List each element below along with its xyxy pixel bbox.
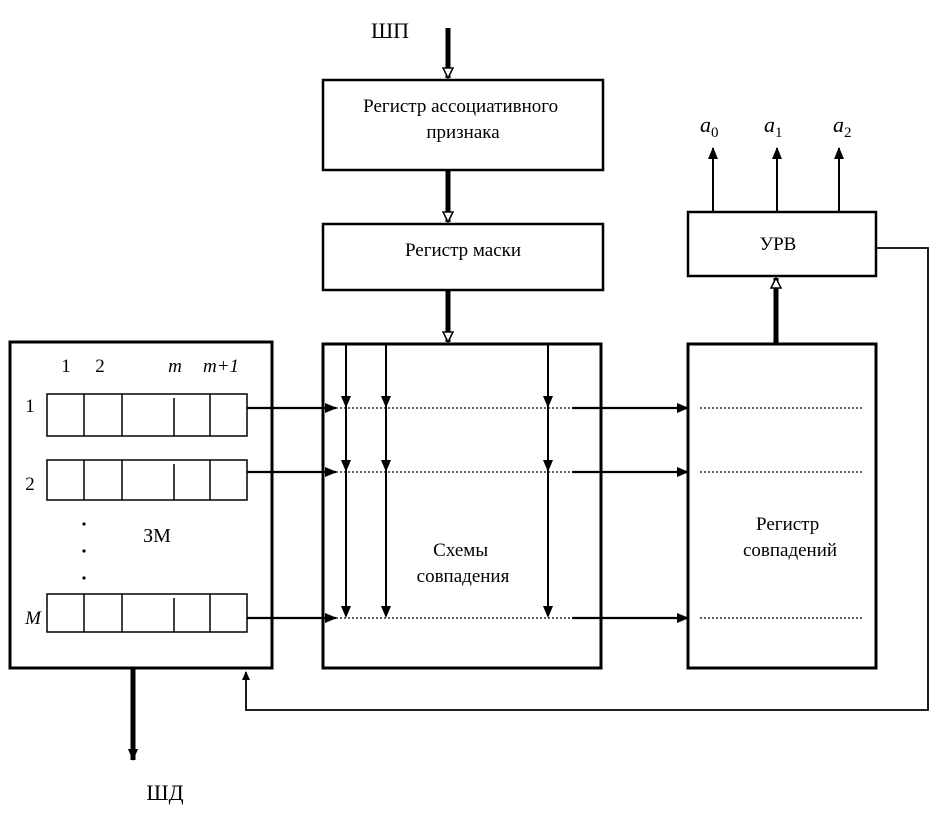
memory-word-M <box>46 593 248 633</box>
match-register-label: Регистр совпадений <box>743 514 837 561</box>
mask-register <box>321 222 605 292</box>
memory-word-frame <box>46 459 248 501</box>
match-register-row-lines <box>700 407 862 619</box>
output-label-a2-base: a <box>833 112 844 137</box>
arrowhead <box>543 606 553 618</box>
mask-register-label: Регистр маски <box>405 240 521 261</box>
output-label-a0-sub: 0 <box>711 125 719 141</box>
bus-in-label: ШП <box>371 18 409 43</box>
arrowhead <box>341 396 351 408</box>
arrowhead <box>381 396 391 408</box>
arrowhead <box>543 460 553 472</box>
column-label-m: m <box>168 356 182 377</box>
column-label-m-plus-1: m+1 <box>203 356 239 377</box>
arrowhead <box>341 460 351 472</box>
assoc-register-label: Регистр ассоциативного признака <box>363 96 563 143</box>
memory-word-frame <box>46 393 248 437</box>
match-to-register-arrows <box>572 403 689 623</box>
memory-label: ЗМ <box>143 525 171 547</box>
output-label-a0: a0 <box>700 112 719 141</box>
mask-bit-arrowheads <box>341 396 553 618</box>
arrowhead <box>381 460 391 472</box>
output-label-a2-sub: 2 <box>844 125 852 141</box>
row-label-M: M <box>24 608 42 629</box>
ellipsis-dot <box>82 549 86 553</box>
arrowhead <box>543 396 553 408</box>
feedback-line <box>242 247 929 711</box>
memory-array-block <box>8 340 274 670</box>
match-register-block <box>686 342 878 670</box>
output-label-a1-sub: 1 <box>775 125 783 141</box>
match-circuits-block <box>321 342 603 670</box>
mask-bit-lines <box>345 344 549 616</box>
urv-output-arrows <box>708 147 844 212</box>
row-label-1: 1 <box>25 396 35 417</box>
arrowhead <box>381 606 391 618</box>
output-label-a1: a1 <box>764 112 783 141</box>
arrowhead <box>341 606 351 618</box>
output-label-a2: a2 <box>833 112 852 141</box>
ellipsis-dot <box>82 522 86 526</box>
match-circuits-label: Схемы совпадения <box>417 540 510 587</box>
memory-word-1 <box>46 393 248 437</box>
output-label-a1-base: a <box>764 112 775 137</box>
urv-label: УРВ <box>760 234 797 255</box>
row-label-2: 2 <box>25 474 35 495</box>
assoc-feature-register <box>321 78 605 172</box>
memory-word-2 <box>46 459 248 501</box>
match-row-lines <box>336 407 572 619</box>
memory-word-frame <box>46 593 248 633</box>
urv-block <box>686 210 878 278</box>
ellipsis-dot <box>82 576 86 580</box>
memory-ellipsis-dots <box>82 522 86 580</box>
output-label-a0-base: a <box>700 112 711 137</box>
bus-out-label: ШД <box>146 780 183 805</box>
column-label-2: 2 <box>95 356 105 377</box>
memory-to-match-arrows <box>247 403 337 623</box>
column-label-1: 1 <box>61 356 71 377</box>
